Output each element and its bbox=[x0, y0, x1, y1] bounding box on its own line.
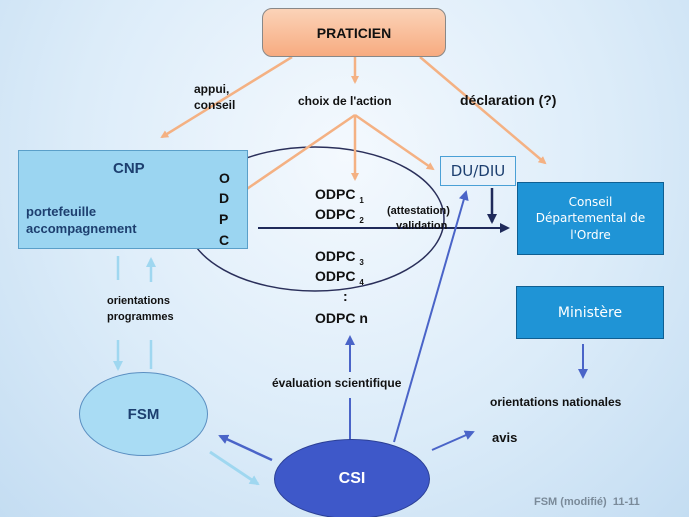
avis-label: avis bbox=[492, 430, 518, 445]
arrow-choix-to-odpc bbox=[236, 113, 356, 197]
odpc-item: ODPC n bbox=[315, 310, 368, 326]
odpc-vertical-d: D bbox=[219, 190, 230, 206]
csi-label: CSI bbox=[338, 470, 366, 487]
validation-label: validation bbox=[396, 220, 448, 232]
attestation-label: (attestation) bbox=[387, 205, 450, 217]
odpc-vertical-o: O bbox=[219, 170, 230, 186]
odpc-vertical-p: P bbox=[219, 211, 229, 227]
arrow-praticien-to-ordre bbox=[419, 56, 547, 165]
arrow-choix-to-dudiu bbox=[354, 113, 435, 171]
conseil-line1: Conseil bbox=[568, 195, 613, 210]
choix-label: choix de l'action bbox=[298, 94, 392, 108]
praticien-label: PRATICIEN bbox=[316, 24, 392, 41]
ministere-label: Ministère bbox=[557, 304, 623, 321]
arrow-csi-to-dudiu bbox=[393, 190, 469, 443]
odpc-ellipsis: : bbox=[343, 288, 348, 304]
arrow-praticien-to-cnp bbox=[160, 55, 293, 139]
dudiu-box: DU/DIU bbox=[440, 156, 516, 186]
arrow-csi-to-avis bbox=[431, 430, 475, 451]
dudiu-label: DU/DIU bbox=[450, 162, 506, 180]
odpc-vertical-c: C bbox=[219, 232, 230, 248]
odpc-item: ODPC 3 bbox=[315, 248, 364, 267]
csi-ellipse: CSI bbox=[274, 439, 430, 517]
cnp-title: CNP bbox=[113, 160, 145, 177]
appui-label: appui, bbox=[194, 82, 230, 96]
orientations-label: orientations bbox=[107, 295, 170, 307]
arrow-fsm-to-csi bbox=[209, 450, 260, 486]
odpc-item: ODPC 1 bbox=[315, 186, 364, 205]
conseil-ordre-box: Conseil Départemental de l'Ordre bbox=[517, 182, 664, 255]
declaration-label: déclaration (?) bbox=[460, 92, 557, 108]
cnp-line1: portefeuille bbox=[26, 204, 97, 219]
odpc-item: ODPC 2 bbox=[315, 206, 364, 225]
evaluation-label: évaluation scientifique bbox=[272, 376, 402, 390]
praticien-box: PRATICIEN bbox=[262, 8, 446, 57]
fsm-ellipse: FSM bbox=[79, 372, 208, 456]
ministere-box: Ministère bbox=[516, 286, 664, 339]
odpc-item: ODPC 4 bbox=[315, 268, 364, 287]
conseil-line3: l'Ordre bbox=[570, 227, 611, 242]
conseil-line2: Départemental de bbox=[535, 211, 646, 226]
cnp-line2: accompagnement bbox=[26, 221, 137, 236]
programmes-label: programmes bbox=[107, 311, 174, 323]
fsm-label: FSM bbox=[127, 405, 160, 423]
conseil-label: conseil bbox=[194, 98, 236, 112]
arrow-csi-to-fsm bbox=[218, 434, 273, 462]
cnp-box bbox=[18, 150, 248, 249]
orientations-nationales-label: orientations nationales bbox=[490, 395, 622, 409]
footer-label: FSM (modifié) 11-11 bbox=[534, 496, 640, 508]
